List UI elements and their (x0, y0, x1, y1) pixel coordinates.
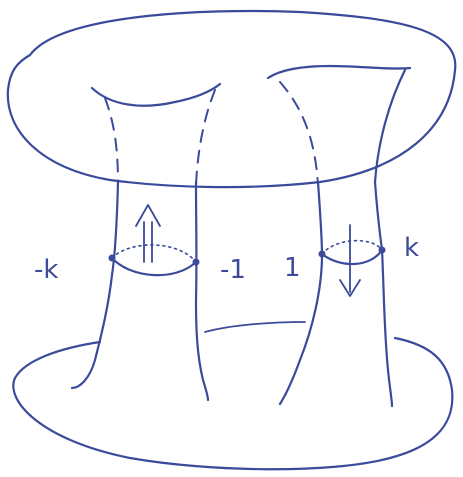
bottom-disk-back-edge (205, 322, 305, 332)
right-circle-back (322, 241, 382, 254)
label-right-inner: 1 (284, 253, 301, 283)
label-left-inner: -1 (220, 255, 246, 285)
left-tube-wall-left (72, 182, 118, 388)
right-inner-point (319, 251, 326, 258)
down-arrow-icon (340, 225, 360, 296)
left-tube-hidden-right (196, 90, 215, 185)
left-circle-back (112, 245, 196, 262)
label-left-outer: -k (34, 255, 58, 285)
right-tube-wall-left (280, 182, 322, 404)
left-outer-point (109, 255, 116, 262)
right-circle-front (322, 250, 382, 264)
left-circle-front (112, 258, 196, 275)
right-outer-point (379, 247, 386, 254)
left-hole-curve (92, 84, 220, 106)
left-tube-wall-right (196, 182, 208, 400)
right-tube-hidden-left (280, 82, 318, 185)
right-tube-wall-right (375, 182, 392, 406)
left-inner-point (193, 259, 200, 266)
right-hole-curve (268, 66, 410, 78)
label-right-outer: k (404, 233, 419, 263)
double-up-arrow-icon (136, 205, 160, 262)
left-tube-hidden-left (105, 98, 118, 185)
top-disk-outline (8, 11, 455, 187)
